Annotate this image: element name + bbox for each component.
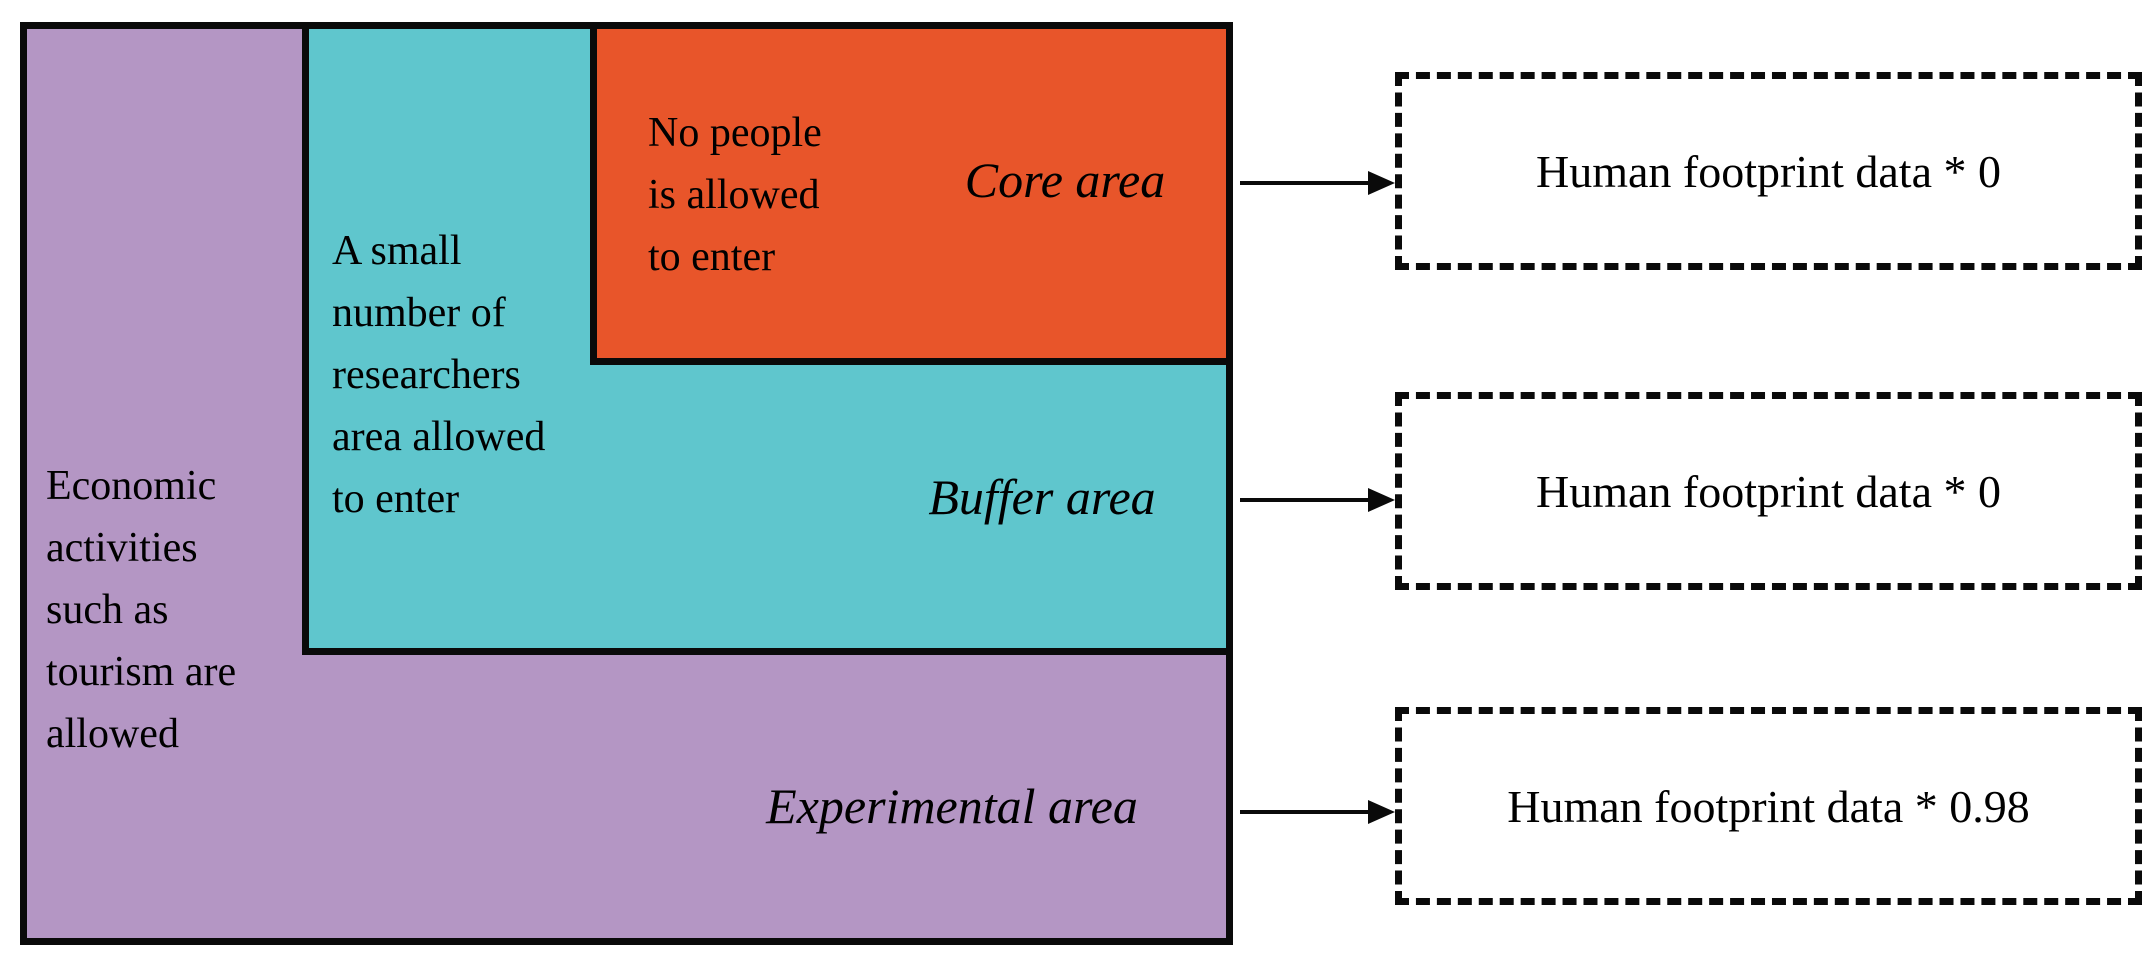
core-area-description: No people is allowed to enter [648,102,822,288]
experimental-footprint-rule-text: Human footprint data * 0.98 [1507,780,2030,832]
description-line: number of [332,290,506,336]
core-area-rect [590,22,1233,365]
experimental-arrow-line [1240,810,1372,814]
buffer-area-description: A small number of researchers area allow… [332,220,545,530]
description-line: area allowed [332,414,546,460]
buffer-footprint-rule-box: Human footprint data * 0 [1395,392,2142,590]
buffer-arrow-line [1240,498,1372,502]
description-line: allowed [46,711,179,757]
description-line: is allowed [648,172,820,218]
core-footprint-rule-text: Human footprint data * 0 [1535,145,2001,197]
description-line: tourism are [46,649,237,695]
description-line: Economic [46,463,217,509]
experimental-footprint-rule-box: Human footprint data * 0.98 [1395,707,2142,905]
core-area-label: Core area [964,152,1166,208]
description-line: to enter [332,476,460,522]
core-footprint-rule-box: Human footprint data * 0 [1395,72,2142,270]
experimental-area-description: Economic activities such as tourism are … [46,455,236,765]
experimental-arrow-head-icon [1368,800,1395,824]
description-line: No people [648,110,822,156]
buffer-arrow-head-icon [1368,488,1395,512]
description-line: A small [332,228,462,274]
experimental-area-label: Experimental area [766,778,1138,834]
buffer-area-label: Buffer area [928,469,1156,525]
description-line: researchers [332,352,521,398]
description-line: to enter [648,234,776,280]
description-line: such as [46,587,169,633]
core-arrow-line [1240,181,1372,185]
description-line: activities [46,525,198,571]
buffer-footprint-rule-text: Human footprint data * 0 [1535,465,2001,517]
core-arrow-head-icon [1368,171,1395,195]
